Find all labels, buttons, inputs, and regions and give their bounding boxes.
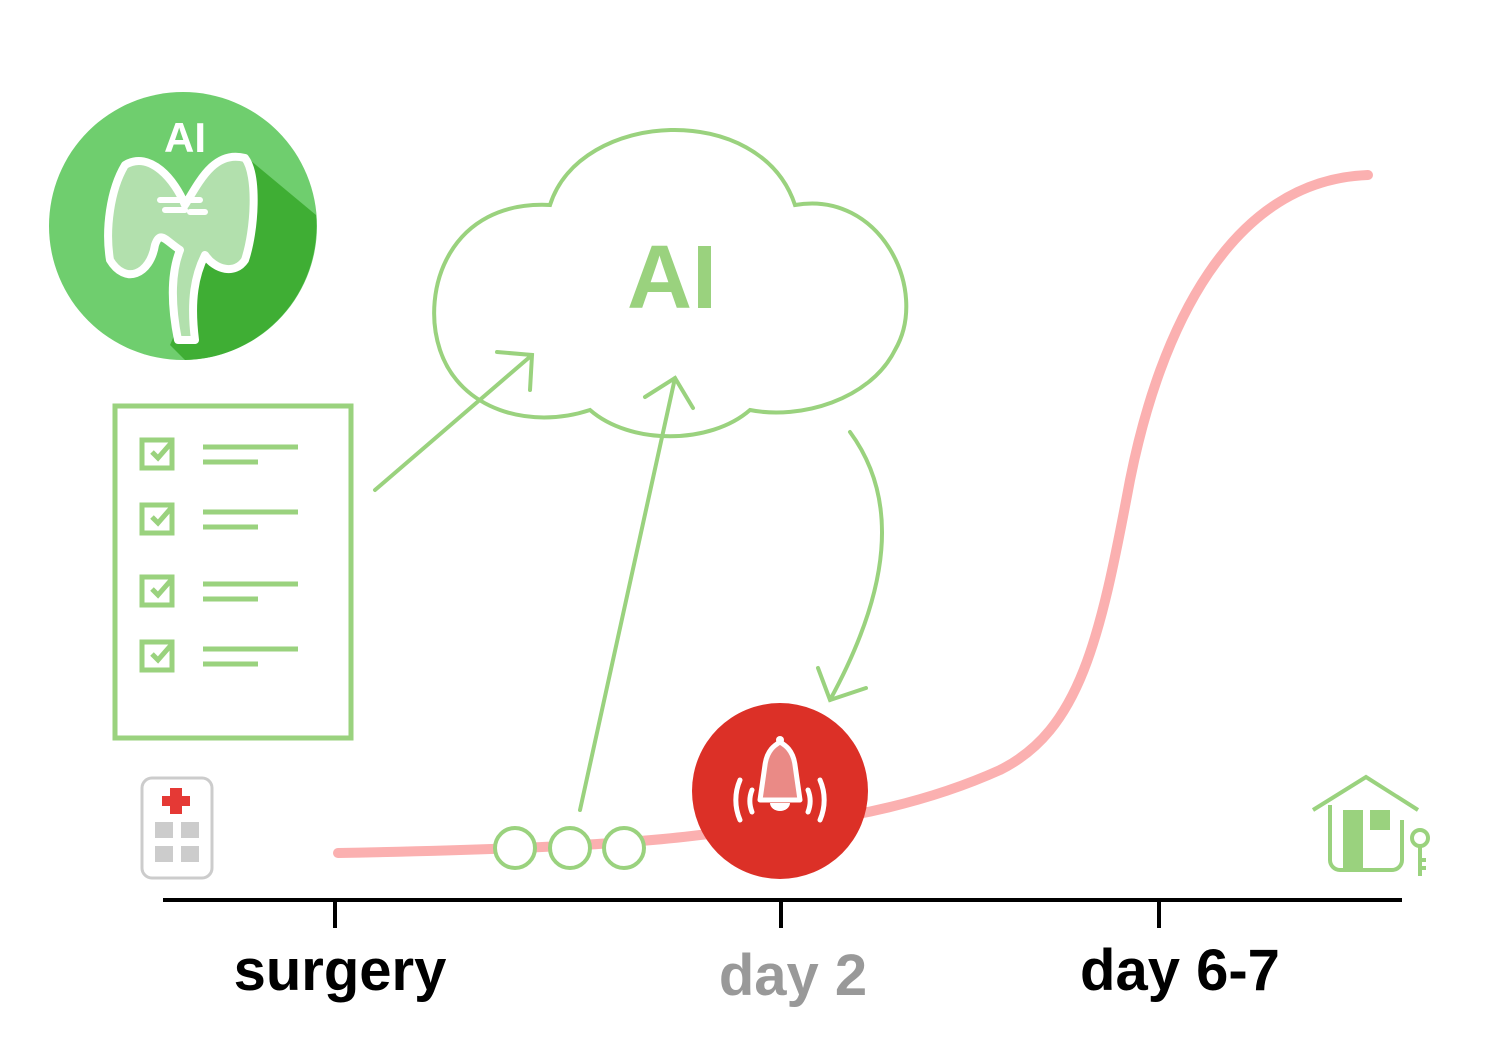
home-icon [1311,774,1430,876]
label-day-6-7: day 6-7 [1080,938,1280,1003]
arrows [373,350,884,812]
timeline-axis [163,898,1402,928]
hospital-icon [140,776,214,880]
ai-cloud: AI [432,128,909,439]
measurement-points [493,826,646,870]
measurement-point [493,826,537,870]
badge-ai-text: AI [164,114,206,161]
ai-colon-badge-icon: AI [49,92,317,360]
arrow-ai-to-alert [816,430,884,703]
arrow-measurements-to-ai [578,375,695,812]
label-day-2: day 2 [719,943,867,1008]
cloud-ai-text: AI [627,228,717,328]
arrow-checklist-to-ai [373,350,535,492]
label-surgery: surgery [234,938,447,1003]
measurement-point [602,826,646,870]
measurement-point [548,826,592,870]
checklist-icon [112,403,354,741]
checklist-items [139,437,298,673]
alert-bell-icon [692,703,868,879]
